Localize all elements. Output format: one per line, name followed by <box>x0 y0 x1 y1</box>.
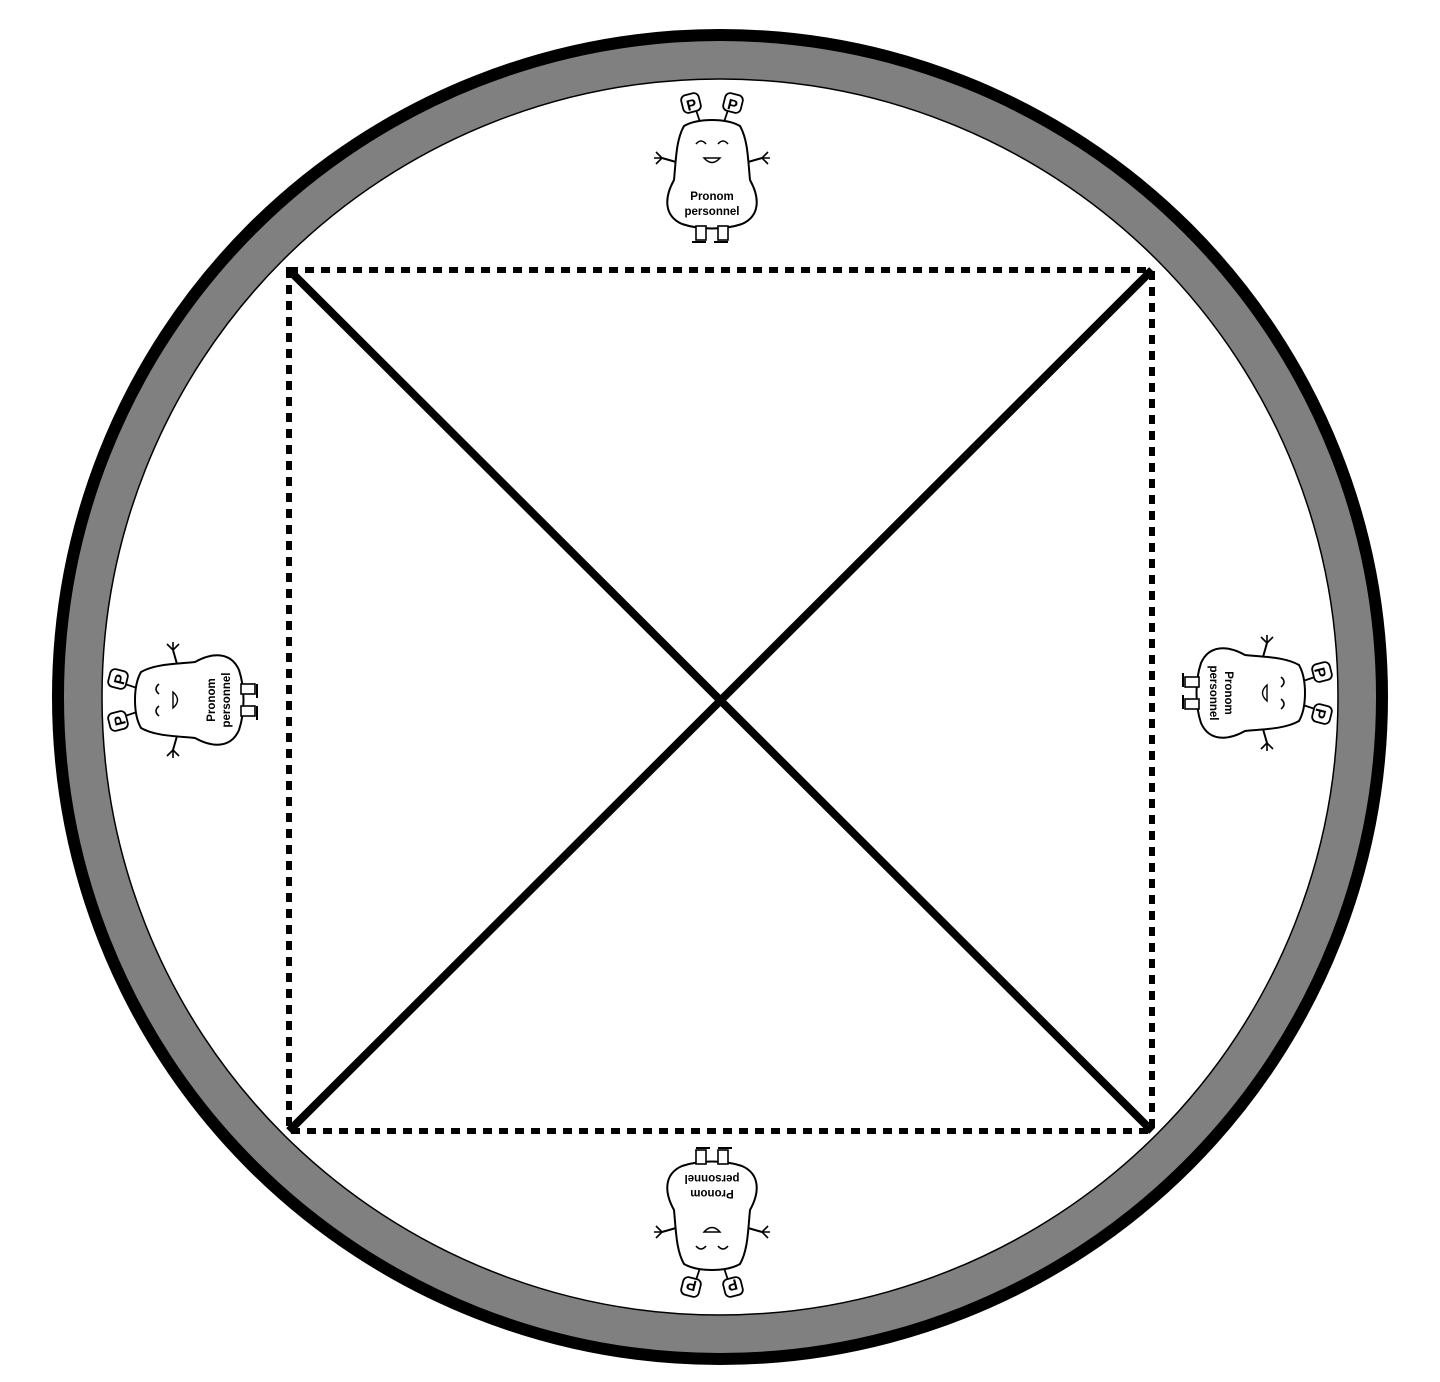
svg-text:Pronom: Pronom <box>690 191 733 203</box>
svg-text:personnel: personnel <box>1207 666 1219 721</box>
svg-text:personnel: personnel <box>685 1172 740 1184</box>
svg-text:Pronom: Pronom <box>206 678 218 721</box>
svg-text:Pronom: Pronom <box>1222 671 1234 714</box>
svg-text:personnel: personnel <box>685 206 740 218</box>
svg-text:Pronom: Pronom <box>690 1187 733 1199</box>
svg-text:personnel: personnel <box>221 673 233 728</box>
